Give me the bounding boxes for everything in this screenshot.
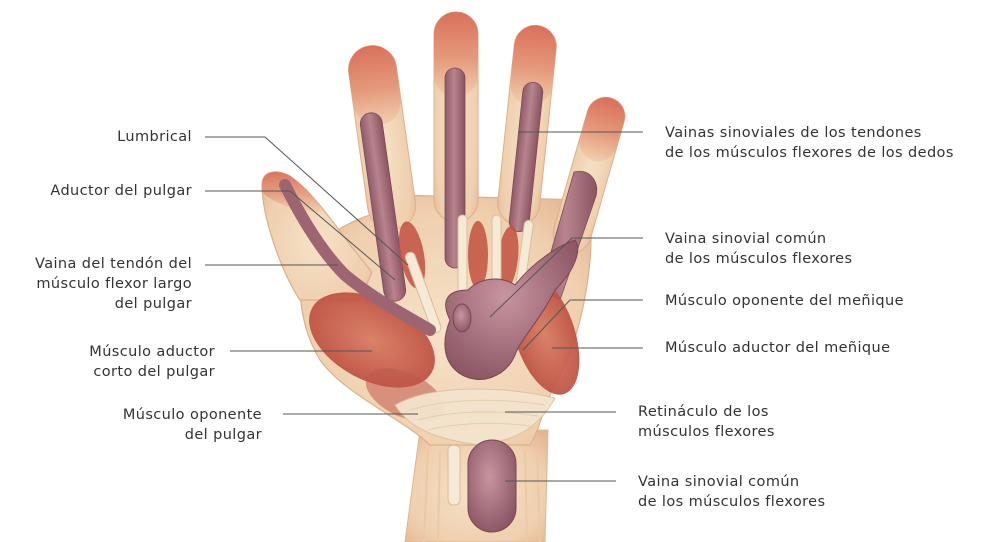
label-oponente-pulgar: Músculo oponente del pulgar (123, 405, 262, 445)
label-aductor-pulgar: Aductor del pulgar (50, 181, 192, 201)
label-aductor-menique: Músculo aductor del meñique (665, 338, 890, 358)
label-vaina-comun-inferior: Vaina sinovial común de los músculos fle… (638, 472, 825, 512)
label-oponente-menique: Músculo oponente del meñique (665, 291, 904, 311)
forearm-tendon-white (448, 445, 460, 505)
label-retinaculo: Retináculo de los músculos flexores (638, 402, 775, 442)
forearm-synovial-sheath (468, 440, 516, 532)
label-vaina-comun-superior: Vaina sinovial común de los músculos fle… (665, 229, 852, 269)
label-aductor-corto-pulgar: Músculo aductor corto del pulgar (89, 342, 215, 382)
label-lumbrical: Lumbrical (117, 127, 192, 147)
label-vaina-flexor-largo: Vaina del tendón del músculo flexor larg… (35, 254, 192, 314)
label-vainas-sinoviales-dedos: Vainas sinoviales de los tendones de los… (665, 123, 954, 163)
sheath-nub (453, 304, 471, 332)
